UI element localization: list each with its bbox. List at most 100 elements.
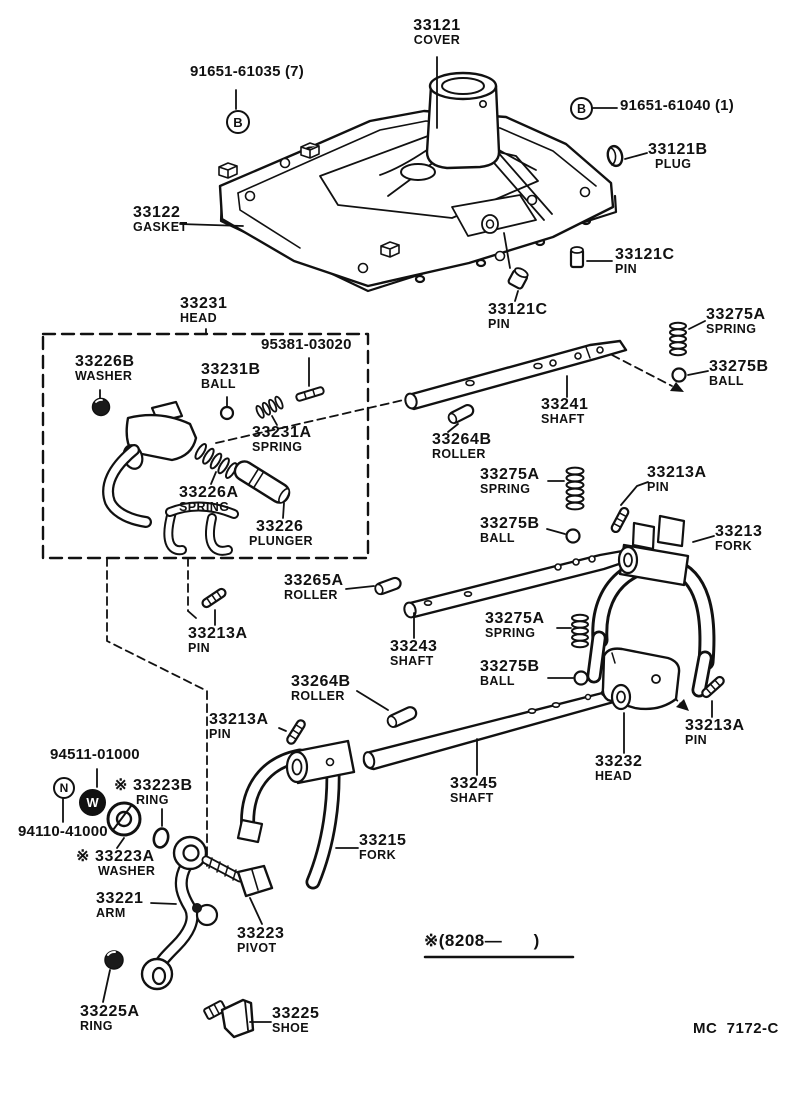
part-number: 33226B — [75, 353, 135, 370]
ring-33223b-drawing — [152, 827, 170, 849]
part-name: HEAD — [595, 769, 633, 784]
roller-33264b-b-drawing — [386, 706, 418, 728]
label-plunger-33226: 33226 PLUNGER — [249, 518, 313, 549]
leader-ring25a — [102, 969, 111, 1003]
leader-gasket — [179, 223, 244, 227]
spring-33275a-mid-drawing — [565, 466, 585, 511]
part-number: 33275A — [706, 306, 766, 323]
spring-33231a-drawing — [255, 395, 284, 419]
washer-33223a-drawing — [106, 801, 142, 837]
label-roller-33265a: 33265A ROLLER — [284, 572, 344, 603]
leader-ball75b-a — [687, 370, 709, 376]
part-number: 33213A — [685, 717, 745, 734]
part-number: 33221 — [96, 890, 144, 907]
part-number: 33264B — [291, 673, 351, 690]
plug-drawing — [606, 144, 624, 168]
part-name: PIVOT — [237, 941, 277, 956]
washer-marker-w: W — [79, 789, 106, 816]
label-shaft-33245: 33245 SHAFT — [450, 775, 498, 806]
leader-pivot23 — [249, 897, 263, 925]
part-name: SPRING — [706, 322, 757, 337]
part-name: SHAFT — [450, 791, 494, 806]
part-name: PIN — [615, 262, 638, 277]
part-name: BALL — [480, 531, 515, 546]
roller-33264b-a-drawing — [447, 403, 475, 425]
label-nut-94110-41000: 94110-41000 — [18, 823, 108, 840]
cover-drawing — [218, 71, 615, 288]
pin-33121c-mid-drawing — [507, 267, 529, 290]
shaft-33241-drawing — [404, 339, 628, 411]
part-number: 33275A — [485, 610, 545, 627]
leader-roller65a — [345, 585, 375, 590]
part-name: PIN — [209, 727, 232, 742]
part-number: 91651-61035 (7) — [190, 63, 304, 80]
part-name: PIN — [188, 641, 211, 656]
pin-33213a-b-drawing — [201, 587, 227, 609]
label-ball-33231b: 33231B BALL — [201, 361, 261, 391]
part-name: WASHER — [98, 864, 156, 879]
spring-33275a-low-drawing — [571, 613, 589, 649]
bolt-marker-b-left: B — [226, 110, 250, 134]
part-number: 33213A — [188, 625, 248, 642]
part-name: ROLLER — [432, 447, 486, 462]
arm-33221-drawing — [140, 835, 219, 991]
part-number: 94110-41000 — [18, 823, 108, 840]
leader-arm21 — [150, 902, 177, 905]
ball-33275b-top-drawing — [671, 367, 687, 383]
leader-fork13 — [692, 535, 715, 543]
label-pin-33213a-a: 33213A PIN — [647, 464, 707, 494]
part-name: WASHER — [75, 369, 133, 384]
pin-33121c-right-drawing — [569, 246, 585, 269]
applicability-note: ※(8208— ) — [424, 931, 540, 950]
label-bolt-91651-61035: 91651-61035 (7) — [190, 63, 304, 80]
part-name: PLUG — [655, 157, 692, 172]
part-name: FORK — [359, 848, 397, 863]
label-head-33231: 33231 HEAD — [180, 295, 228, 326]
part-name: ARM — [96, 906, 126, 921]
part-number: 33275A — [480, 466, 540, 483]
roller-33265a-drawing — [374, 576, 402, 596]
ring-33225a-drawing — [104, 950, 124, 970]
leader-ball75b-b — [546, 528, 566, 535]
leader-pin-c-b — [503, 232, 519, 302]
label-roller-33264b-b: 33264B ROLLER — [291, 673, 351, 703]
part-name: BALL — [480, 674, 515, 689]
part-number: 33265A — [284, 572, 344, 589]
label-bolt-91651-61040: 91651-61040 (1) — [620, 98, 734, 114]
fork-33213-drawing — [586, 514, 716, 698]
label-pin-33213a-b: 33213A PIN — [188, 625, 248, 656]
part-number: 33121 — [413, 17, 461, 34]
ball-33231b-drawing — [219, 405, 235, 421]
part-name: SPRING — [485, 626, 536, 641]
part-name: HEAD — [180, 311, 218, 326]
ball-33275b-low-drawing — [573, 670, 589, 686]
label-pin-33213a-d: 33213A PIN — [685, 717, 745, 747]
part-name: FORK — [715, 539, 753, 554]
leader-spring31a — [271, 415, 278, 426]
leader-spring26a — [210, 471, 217, 485]
drawing-code: MC 7172-C — [693, 1020, 779, 1037]
label-shoe-33225: 33225 SHOE — [272, 1005, 320, 1035]
part-name: RING — [80, 1019, 113, 1034]
label-ball-33275b-low: 33275B BALL — [480, 658, 540, 689]
fork-33215-drawing — [236, 739, 356, 890]
label-pin-33213a-c: 33213A PIN — [209, 711, 269, 742]
pin-33213a-d-drawing — [701, 675, 725, 699]
part-number: 33226 — [256, 518, 304, 535]
part-name: RING — [136, 793, 169, 808]
label-pin-95381-03020: 95381-03020 — [261, 337, 352, 353]
plunger-33226-drawing — [233, 460, 291, 504]
part-number: ※ 33223A — [76, 848, 155, 865]
part-name: ROLLER — [284, 588, 338, 603]
part-number: 33121C — [615, 246, 675, 263]
part-number: 33245 — [450, 775, 498, 792]
label-bolt-94511-01000: 94511-01000 — [50, 747, 140, 763]
label-roller-33264b-a: 33264B ROLLER — [432, 431, 492, 462]
leader-spring75a-a — [688, 320, 706, 330]
part-number: 33213A — [209, 711, 269, 728]
label-arm-33221: 33221 ARM — [96, 890, 144, 921]
part-name: PLUNGER — [249, 534, 313, 549]
label-plug-33121b: 33121B PLUG — [648, 141, 708, 172]
part-number: 33231 — [180, 295, 228, 312]
